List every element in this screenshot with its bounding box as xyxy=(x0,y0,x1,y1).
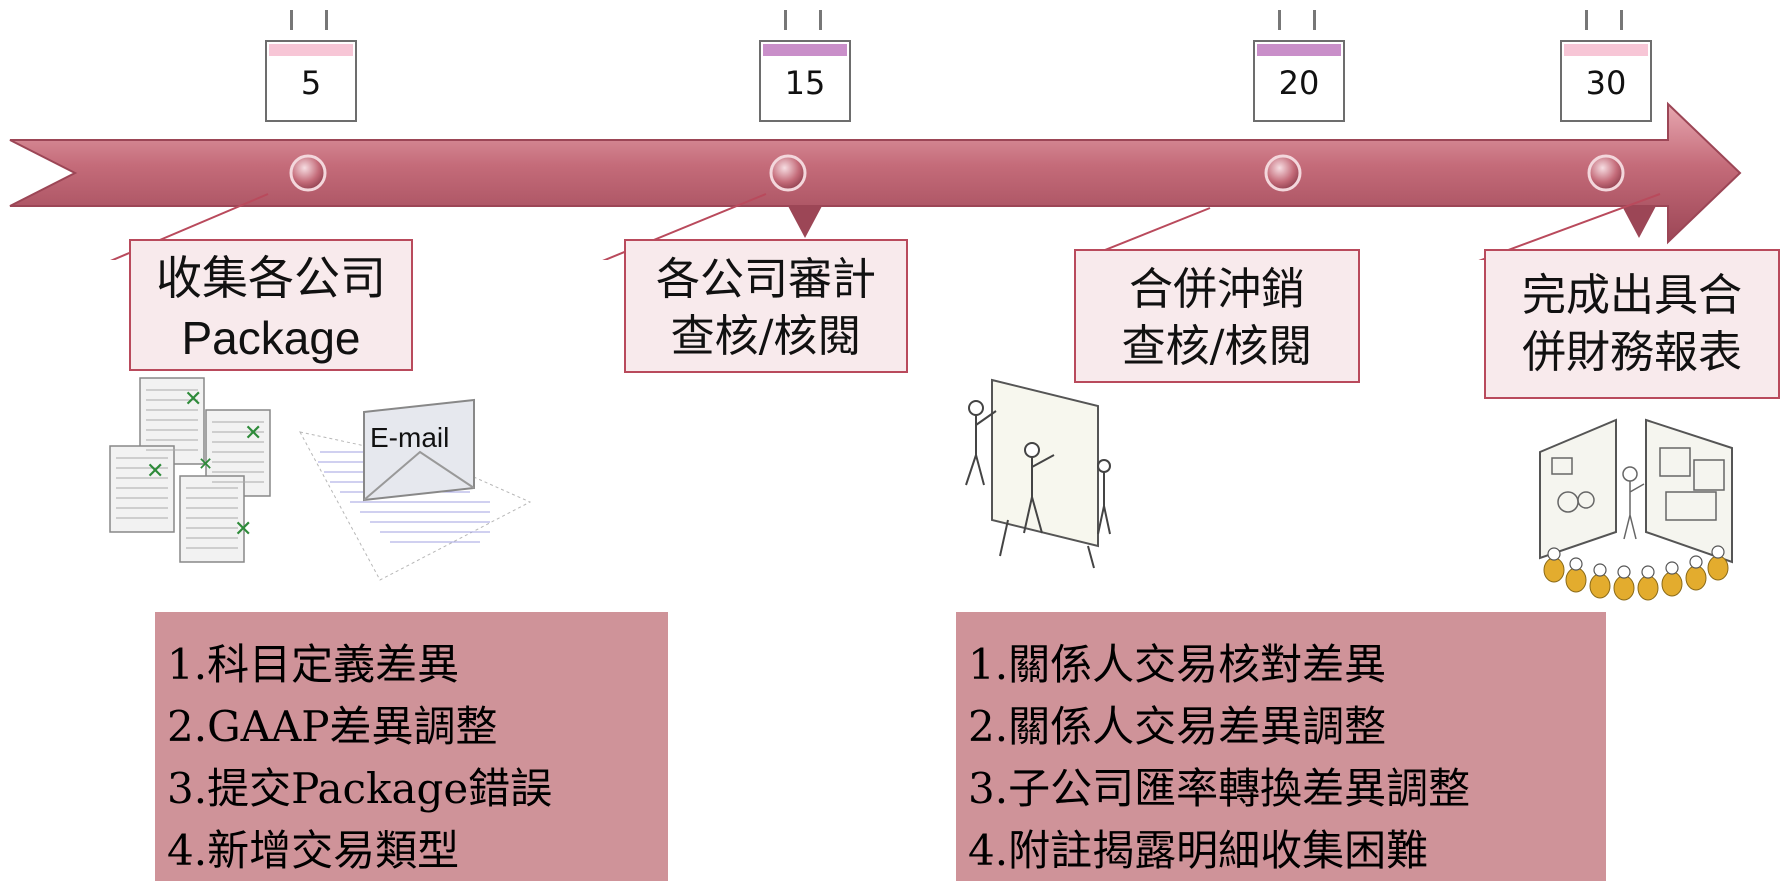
presentation-audience-icon xyxy=(1539,418,1733,601)
milestone-label: 各公司審計 查核/核閱 xyxy=(624,239,908,373)
calendar-icon: 5 xyxy=(265,10,357,122)
milestone-label: 收集各公司 Package xyxy=(129,239,413,371)
spreadsheet-stack-icon: ✕ ✕ ✕ ✕ ✕ xyxy=(109,377,271,563)
calendar-icon: 20 xyxy=(1253,10,1345,122)
issues-box-right: 1.關係人交易核對差異 2.關係人交易差異調整 3.子公司匯率轉換差異調整 4.… xyxy=(956,612,1606,881)
timeline-arrow xyxy=(9,101,1742,260)
email-label: E-mail xyxy=(370,422,450,453)
milestone-dot xyxy=(289,154,327,192)
milestone-label: 完成出具合 併財務報表 xyxy=(1484,249,1780,399)
milestone-dot xyxy=(1587,154,1625,192)
issue-item: 3.子公司匯率轉換差異調整 xyxy=(968,764,1471,813)
svg-text:✕: ✕ xyxy=(184,387,202,412)
milestone-dot xyxy=(769,154,807,192)
milestone-label: 合併沖銷 查核/核閱 xyxy=(1074,249,1360,383)
svg-text:✕: ✕ xyxy=(234,517,252,542)
issue-item: 2.GAAP差異調整 xyxy=(167,702,498,751)
issue-item: 2.關係人交易差異調整 xyxy=(968,702,1387,751)
milestone-day: 20 xyxy=(1278,64,1320,102)
milestone-dot xyxy=(1264,154,1302,192)
issue-item: 1.關係人交易核對差異 xyxy=(968,640,1387,689)
svg-text:✕: ✕ xyxy=(198,454,213,475)
milestone-day: 30 xyxy=(1585,64,1627,102)
issues-box-left: 1.科目定義差異 2.GAAP差異調整 3.提交Package錯誤 4.新增交易… xyxy=(155,612,668,881)
calendar-icon: 30 xyxy=(1560,10,1652,122)
svg-text:✕: ✕ xyxy=(146,459,164,484)
svg-text:✕: ✕ xyxy=(244,421,262,446)
calendar-icon: 15 xyxy=(759,10,851,122)
issue-item: 4.附註揭露明細收集困難 xyxy=(968,826,1429,875)
issue-item: 4.新增交易類型 xyxy=(167,826,460,875)
milestone-day: 5 xyxy=(300,64,322,102)
milestone-day: 15 xyxy=(784,64,826,102)
issue-item: 1.科目定義差異 xyxy=(167,640,460,689)
email-envelope-icon xyxy=(299,398,532,581)
issue-item: 3.提交Package錯誤 xyxy=(167,764,553,813)
whiteboard-people-icon xyxy=(965,378,1111,569)
